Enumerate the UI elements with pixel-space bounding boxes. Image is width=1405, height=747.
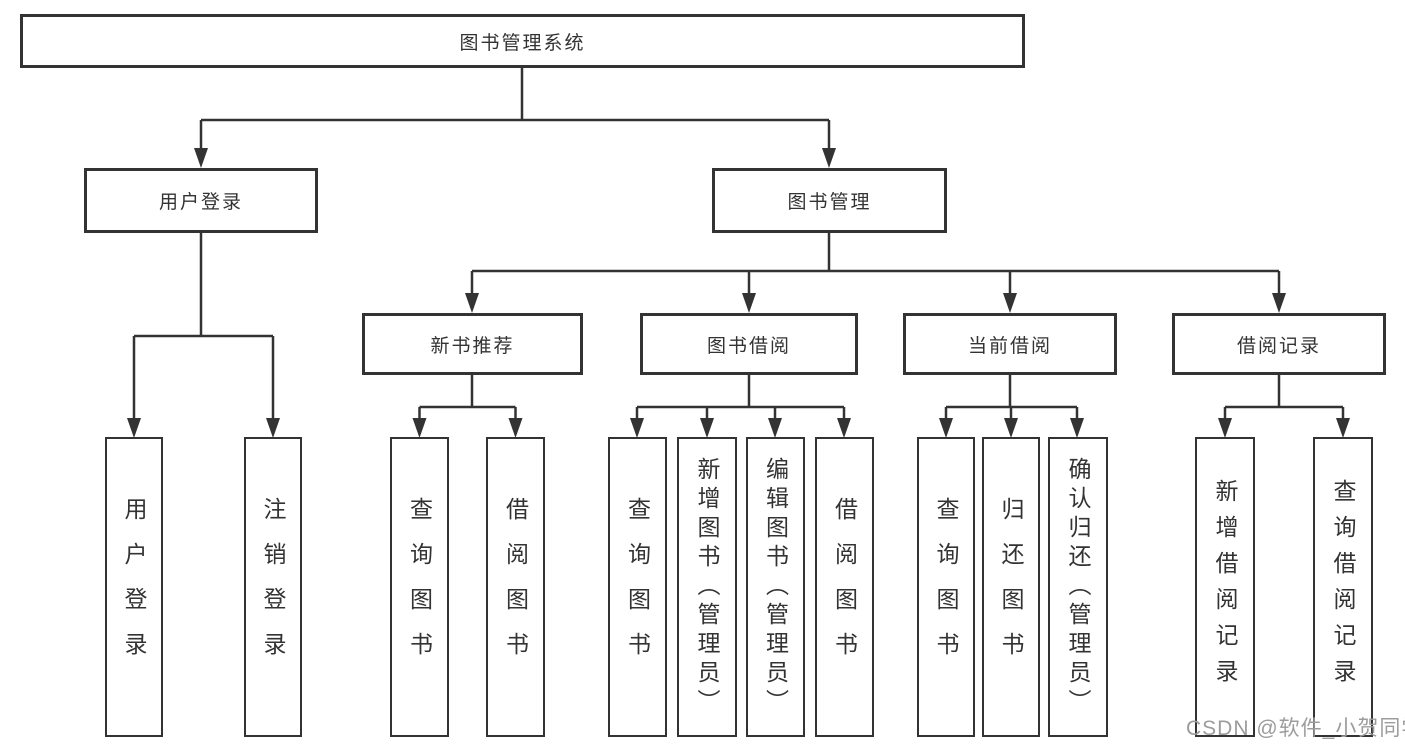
arrow-down-icon	[1070, 418, 1084, 438]
leaf-current-return-book-label: 归还图书	[998, 497, 1024, 677]
arrow-down-icon	[1003, 293, 1017, 313]
node-borrow-record: 借阅记录	[1172, 313, 1386, 375]
node-book-borrow-label: 图书借阅	[706, 335, 791, 357]
leaf-recommend-borrow-book: 借阅图书	[486, 437, 545, 737]
node-new-book-recommend: 新书推荐	[362, 313, 583, 375]
connector-recommend-branch	[418, 375, 517, 421]
leaf-current-confirm-return-admin-label: 确认归还（管理员）	[1065, 456, 1091, 718]
leaf-borrow-query-book: 查询图书	[608, 437, 667, 737]
node-root: 图书管理系统	[20, 14, 1025, 68]
node-book-management: 图书管理	[712, 168, 947, 233]
leaf-borrow-edit-book-admin-label: 编辑图书（管理员）	[762, 456, 789, 718]
leaf-record-add: 新增借阅记录	[1195, 437, 1255, 737]
leaf-borrow-borrow-book: 借阅图书	[815, 437, 874, 737]
leaf-user-login-label: 用户登录	[121, 497, 147, 677]
leaf-borrow-query-book-label: 查询图书	[624, 497, 651, 677]
leaf-borrow-edit-book-admin: 编辑图书（管理员）	[746, 437, 805, 737]
leaf-borrow-borrow-book-label: 借阅图书	[831, 497, 858, 677]
connector-borrow-branch	[635, 375, 846, 421]
arrow-down-icon	[465, 293, 479, 313]
arrow-down-icon	[266, 418, 280, 438]
leaf-current-query-book: 查询图书	[917, 437, 975, 737]
node-new-book-recommend-label: 新书推荐	[430, 335, 515, 357]
connector-management-branch	[470, 233, 1281, 296]
leaf-current-confirm-return-admin: 确认归还（管理员）	[1048, 437, 1108, 737]
node-current-borrow-label: 当前借阅	[967, 335, 1052, 357]
arrow-down-icon	[194, 148, 208, 168]
arrow-down-icon	[1336, 418, 1350, 438]
arrow-down-icon	[508, 418, 523, 438]
arrow-down-icon	[768, 418, 782, 438]
leaf-current-query-book-label: 查询图书	[933, 497, 959, 677]
arrow-down-icon	[700, 418, 714, 438]
watermark: CSDN @软件_小贺同学	[1186, 717, 1405, 740]
leaf-borrow-add-book-admin: 新增图书（管理员）	[677, 437, 737, 737]
arrow-down-icon	[939, 418, 953, 438]
arrow-down-icon	[1004, 418, 1018, 438]
leaf-logout: 注销登录	[244, 437, 302, 737]
leaf-record-query-label: 查询借阅记录	[1330, 479, 1356, 695]
node-book-management-label: 图书管理	[787, 192, 872, 213]
node-user-login: 用户登录	[84, 168, 318, 233]
leaf-borrow-add-book-admin-label: 新增图书（管理员）	[694, 456, 720, 718]
leaf-current-return-book: 归还图书	[982, 437, 1040, 737]
leaf-record-query: 查询借阅记录	[1313, 437, 1373, 737]
leaf-recommend-query-book-label: 查询图书	[406, 497, 433, 677]
arrow-down-icon	[630, 418, 644, 438]
connector-root-to-level2	[199, 68, 831, 152]
leaf-record-add-label: 新增借阅记录	[1212, 479, 1238, 695]
node-current-borrow: 当前借阅	[903, 313, 1117, 375]
arrow-down-icon	[822, 148, 836, 168]
arrow-down-icon	[412, 418, 427, 438]
arrowheads	[127, 148, 1350, 438]
arrow-down-icon	[1272, 293, 1286, 313]
node-root-label: 图书管理系统	[459, 32, 586, 54]
leaf-logout-label: 注销登录	[260, 497, 286, 677]
connector-current-branch	[944, 375, 1079, 421]
connector-login-branch	[132, 233, 275, 421]
node-borrow-record-label: 借阅记录	[1236, 335, 1321, 357]
leaf-user-login: 用户登录	[105, 437, 163, 737]
arrow-down-icon	[742, 293, 756, 313]
node-book-borrow: 图书借阅	[640, 313, 858, 375]
arrow-down-icon	[127, 418, 141, 438]
leaf-recommend-borrow-book-label: 借阅图书	[502, 497, 529, 677]
connector-record-branch	[1223, 375, 1345, 421]
leaf-recommend-query-book: 查询图书	[390, 437, 449, 737]
arrow-down-icon	[1218, 418, 1232, 438]
node-user-login-label: 用户登录	[158, 192, 243, 213]
arrow-down-icon	[837, 418, 851, 438]
